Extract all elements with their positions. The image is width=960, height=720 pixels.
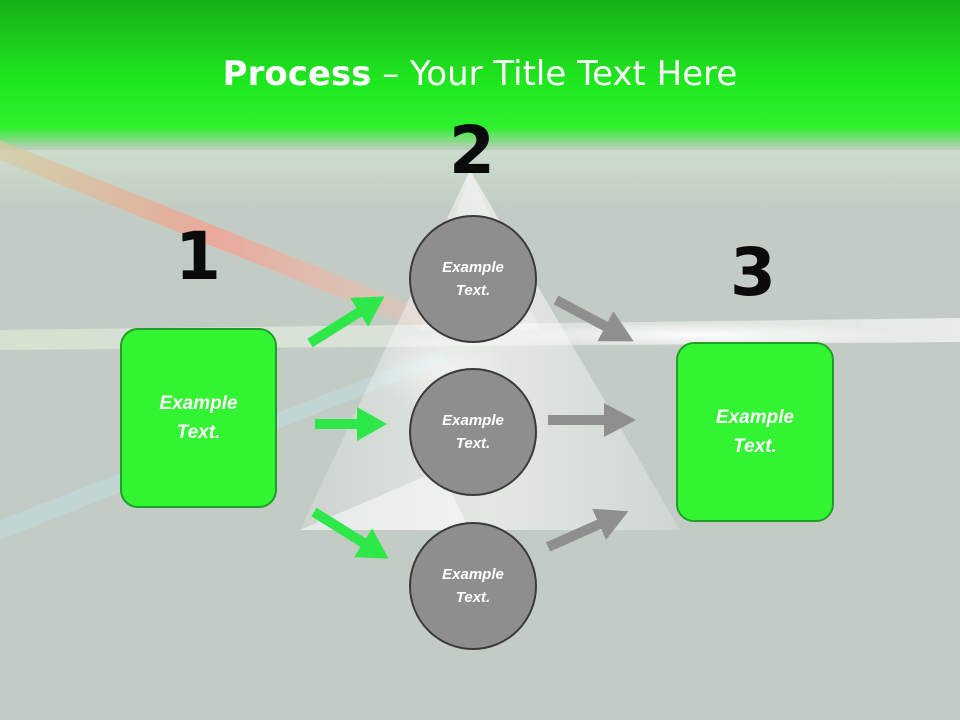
- step-number-2: 2: [449, 112, 495, 189]
- step-number-1: 1: [175, 218, 221, 295]
- arrow-gray-down: [553, 295, 634, 342]
- arrow-gray-right: [548, 403, 636, 437]
- left-step-box[interactable]: Example Text.: [120, 328, 277, 508]
- circle-top-text: Example Text.: [442, 259, 504, 299]
- right-step-box[interactable]: Example Text.: [676, 342, 834, 522]
- arrow-green-down: [311, 507, 389, 559]
- circle-bottom-text: Example Text.: [442, 566, 504, 606]
- circle-bottom[interactable]: Example Text.: [409, 522, 537, 650]
- title-text: Your Title Text Here: [410, 54, 738, 94]
- title-separator: –: [382, 54, 400, 94]
- circle-top[interactable]: Example Text.: [409, 215, 537, 343]
- step-number-3: 3: [730, 234, 776, 311]
- arrow-green-up: [307, 296, 385, 348]
- circle-middle-text: Example Text.: [442, 412, 504, 452]
- arrow-green-right: [315, 407, 387, 441]
- arrow-gray-up: [545, 508, 629, 552]
- page-title: Process – Your Title Text Here: [0, 54, 960, 94]
- right-step-text: Example Text.: [715, 407, 795, 457]
- circle-middle[interactable]: Example Text.: [409, 368, 537, 496]
- title-bold: Process: [222, 54, 372, 94]
- left-step-text: Example Text.: [159, 393, 238, 443]
